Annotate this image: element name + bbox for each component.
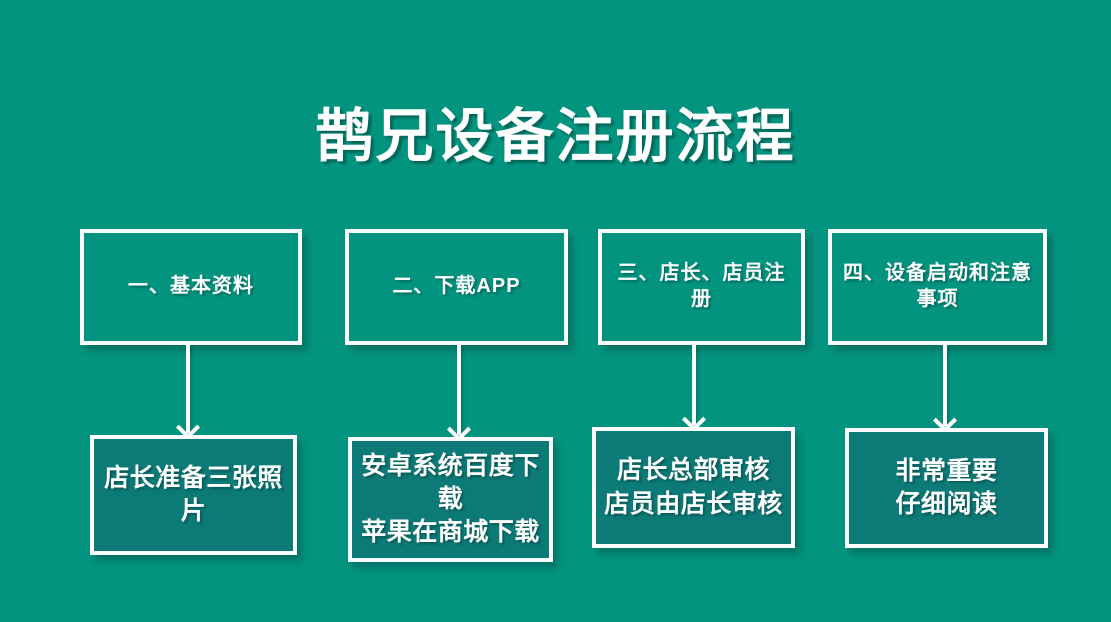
page-title: 鹊兄设备注册流程 [315, 104, 796, 169]
step-box-3[interactable]: 三、店长、店员注册 [598, 229, 805, 345]
step-box-3-label: 三、店长、店员注册 [617, 262, 786, 310]
detail-box-4-label-group: 非常重要 仔细阅读 [895, 455, 997, 522]
step-box-4-label-line2: 事项 [916, 288, 959, 310]
detail-box-1-label-group: 店长准备三张照 片 [104, 462, 283, 529]
step-box-4[interactable]: 四、设备启动和注意 事项 [828, 229, 1047, 345]
connector-4-arrow [943, 345, 947, 426]
detail-box-3[interactable]: 店长总部审核 店员由店长审核 [592, 427, 795, 548]
detail-box-4[interactable]: 非常重要 仔细阅读 [845, 428, 1048, 548]
connector-1-arrow [186, 345, 190, 433]
detail-box-3-label-group: 店长总部审核 店员由店长审核 [604, 454, 783, 521]
step-box-4-label-group: 四、设备启动和注意 事项 [843, 261, 1032, 312]
detail-box-2-label-group: 安卓系统百度下载 苹果在商城下载 [358, 450, 543, 550]
detail-box-1[interactable]: 店长准备三张照 片 [90, 435, 297, 555]
detail-box-4-line2: 仔细阅读 [895, 490, 998, 518]
detail-box-4-line1: 非常重要 [895, 456, 998, 485]
connector-3-arrow [692, 345, 696, 425]
step-box-2-label: 二、下载APP [392, 275, 521, 298]
step-box-2[interactable]: 二、下载APP [345, 229, 568, 345]
connector-2-arrow [457, 345, 461, 435]
detail-box-1-line2: 片 [180, 497, 207, 525]
detail-box-3-line2: 店员由店长审核 [604, 489, 783, 518]
step-box-4-label-line1: 四、设备启动和注意 [843, 262, 1032, 285]
detail-box-1-line1: 店长准备三张照 [104, 463, 283, 492]
detail-box-3-line1: 店长总部审核 [616, 456, 770, 485]
detail-box-2-line2: 苹果在商城下载 [361, 518, 540, 547]
step-box-1-label: 一、基本资料 [128, 275, 254, 298]
detail-box-2-line1: 安卓系统百度下载 [361, 451, 540, 513]
detail-box-2[interactable]: 安卓系统百度下载 苹果在商城下载 [348, 437, 553, 562]
step-box-1[interactable]: 一、基本资料 [80, 229, 302, 345]
